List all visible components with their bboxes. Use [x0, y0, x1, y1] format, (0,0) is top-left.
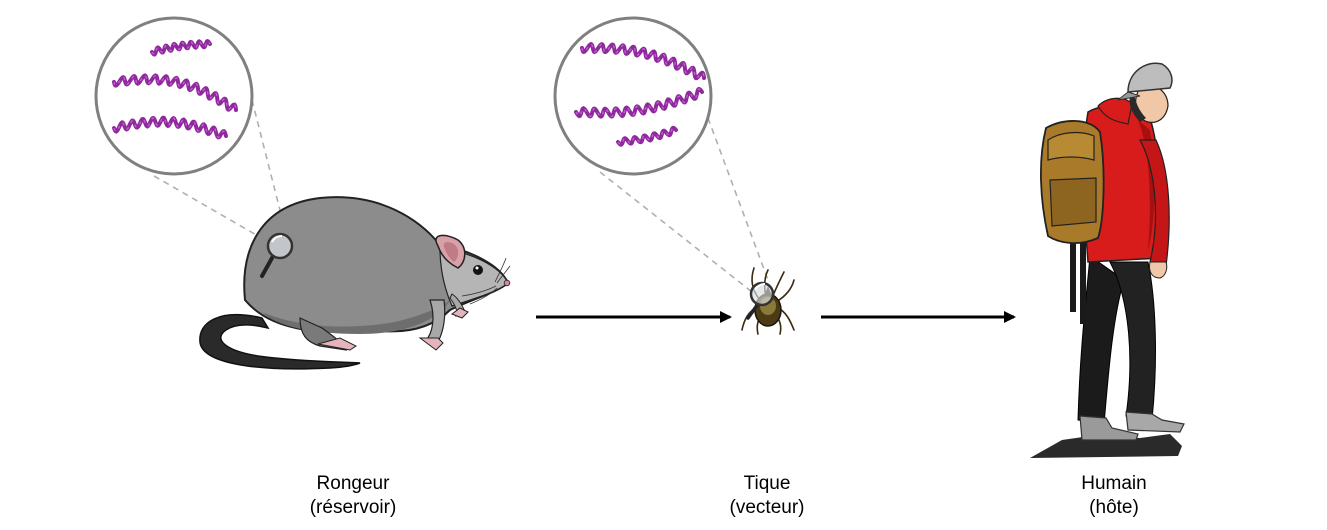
- stage-name-humain: Humain: [1081, 473, 1147, 494]
- hiker-illustration: [1030, 62, 1185, 458]
- spirochete-bacteria-rodent: [112, 38, 238, 140]
- stage-name-tique: Tique: [743, 473, 791, 494]
- zoom-callout-tick: [553, 16, 769, 293]
- magnifier-icon-rodent: [260, 232, 294, 278]
- tick-illustration: [741, 267, 795, 335]
- spirochete-highlight: [617, 127, 677, 146]
- stage-name-rongeur: Rongeur: [316, 473, 390, 494]
- zoom-callout-rodent: [94, 16, 286, 245]
- stage-label-tique: Tique (vecteur): [657, 472, 877, 520]
- spirochete: [580, 41, 706, 81]
- stage-role-tique: (vecteur): [729, 497, 805, 518]
- magnifier-icon-tick: [746, 281, 775, 320]
- stage-role-humain: (hôte): [1089, 497, 1139, 518]
- spirochete: [112, 73, 238, 112]
- stage-role-rongeur: (réservoir): [309, 497, 397, 518]
- spirochete: [574, 86, 704, 119]
- stage-label-humain: Humain (hôte): [1004, 472, 1224, 520]
- spirochete-bacteria-tick: [574, 41, 706, 147]
- rodent-illustration: [199, 196, 511, 370]
- spirochete-highlight: [151, 40, 211, 56]
- spirochete: [112, 115, 228, 140]
- stage-label-rongeur: Rongeur (réservoir): [243, 472, 463, 520]
